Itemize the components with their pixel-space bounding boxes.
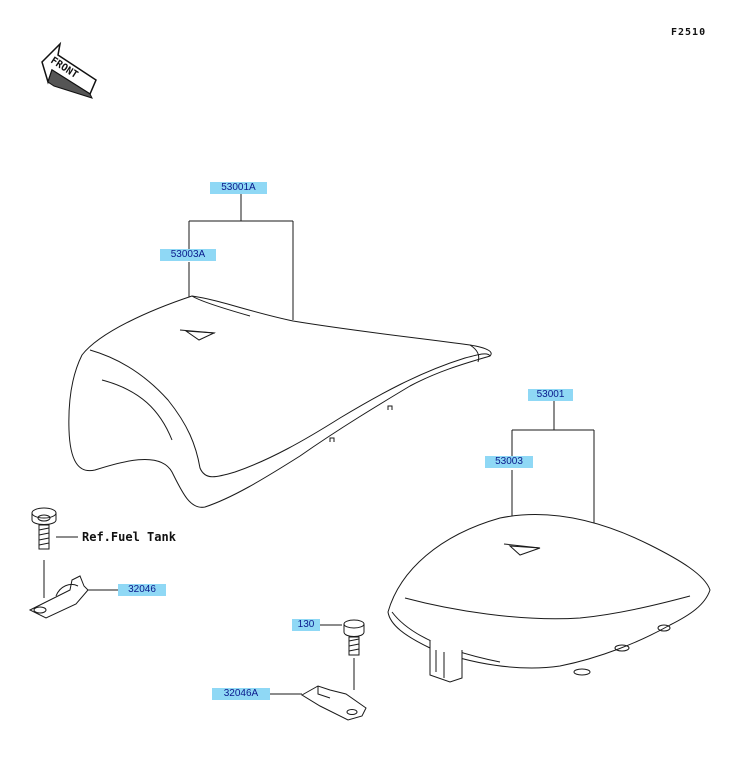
rear-seat: [388, 514, 710, 682]
part-label-32046A[interactable]: 32046A: [212, 688, 270, 700]
bolt-left: [32, 508, 78, 598]
bolt-130: [320, 620, 364, 690]
part-label-32046[interactable]: 32046: [118, 584, 166, 596]
part-label-53001[interactable]: 53001: [528, 389, 573, 401]
part-label-53001A[interactable]: 53001A: [210, 182, 267, 194]
front-seat: [69, 296, 491, 507]
bracket-32046: [30, 576, 118, 618]
reference-note-fuel-tank: Ref.Fuel Tank: [82, 530, 176, 544]
bracket-32046A: [270, 686, 366, 720]
part-label-53003[interactable]: 53003: [485, 456, 533, 468]
part-label-130[interactable]: 130: [292, 619, 320, 631]
front-arrow-icon: FRONT: [42, 44, 96, 98]
part-label-53003A[interactable]: 53003A: [160, 249, 216, 261]
diagram-code: F2510: [671, 27, 707, 38]
